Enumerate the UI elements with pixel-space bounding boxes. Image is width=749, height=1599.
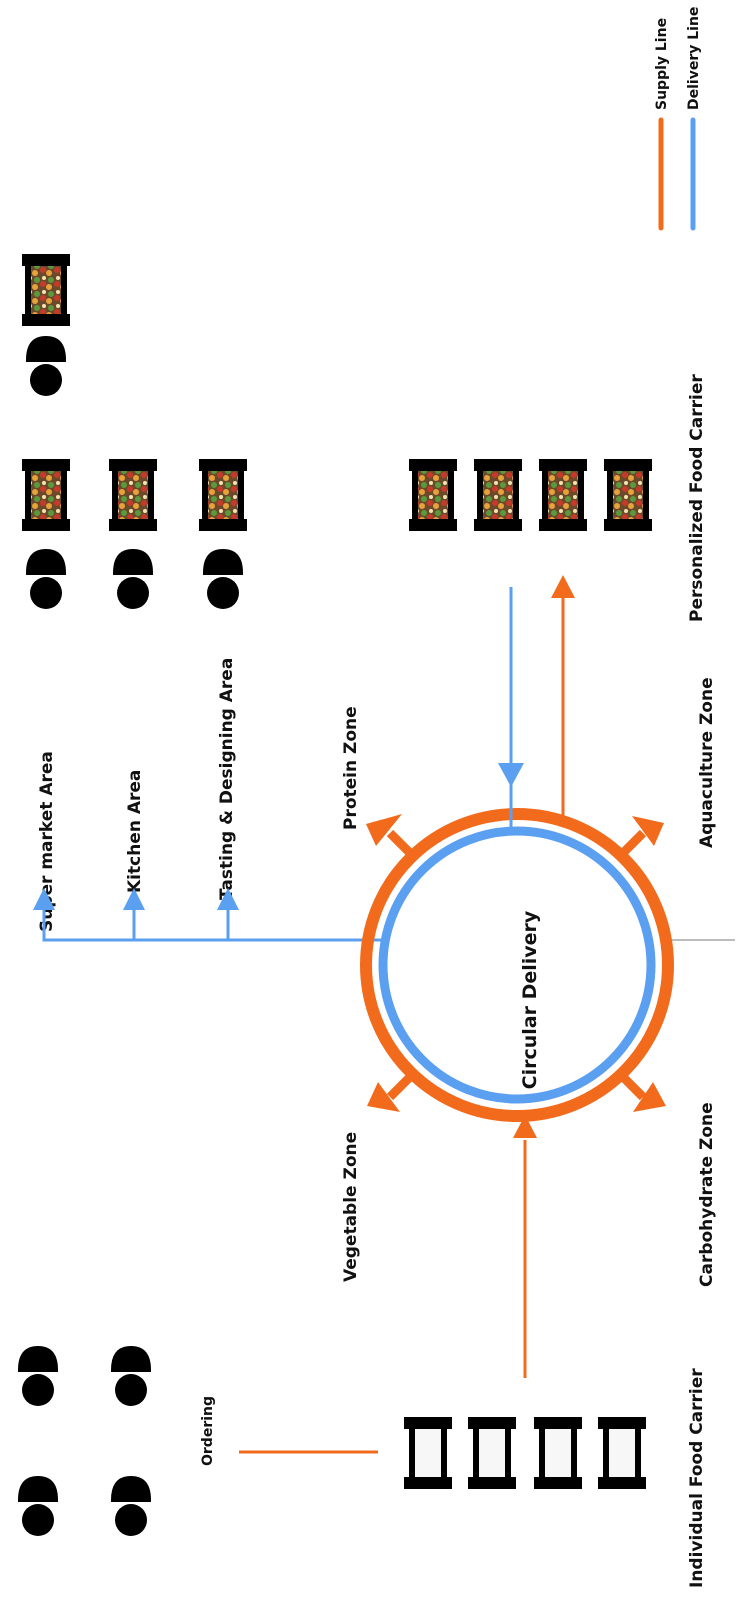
filled-food-carrier-icon (539, 459, 587, 531)
individual-carriers: Individual Food Carrier (404, 1368, 707, 1588)
filled-food-carrier-icon (22, 459, 70, 531)
supply-ring (360, 808, 674, 1122)
protein-zone-label: Protein Zone (341, 706, 361, 830)
filled-food-carrier-icon (409, 459, 457, 531)
individual-carrier-label: Individual Food Carrier (687, 1368, 707, 1588)
delivery-ring (378, 826, 656, 1104)
person-icon (26, 549, 66, 609)
empty-food-carrier-icon (534, 1417, 582, 1489)
tasting-area-label: Tasting & Designing Area (217, 658, 237, 900)
carbohydrate-zone-label: Carbohydrate Zone (697, 1102, 717, 1287)
empty-food-carrier-icon (404, 1417, 452, 1489)
filled-food-carrier-icon (604, 459, 652, 531)
empty-food-carrier-icon (468, 1417, 516, 1489)
legend-delivery-label: Delivery Line (686, 7, 702, 110)
vegetable-zone-arrow (367, 1082, 400, 1112)
personalized-carrier-label: Personalized Food Carrier (687, 374, 707, 622)
person-icon (203, 549, 243, 609)
filled-food-carrier-icon (109, 459, 157, 531)
ordering-users: Ordering (18, 1346, 378, 1536)
aquaculture-zone-label: Aquaculture Zone (697, 677, 717, 848)
person-icon (18, 1476, 58, 1536)
zone-arrows (366, 814, 666, 1112)
aquaculture-zone-arrow (632, 816, 664, 846)
supermarket-area-label: Super market Area (37, 751, 57, 932)
legend-supply-label: Supply Line (654, 18, 670, 110)
area-delivery-lines (33, 888, 383, 942)
vegetable-zone-label: Vegetable Zone (341, 1132, 361, 1282)
carbohydrate-zone-arrow (633, 1082, 666, 1112)
ordering-label: Ordering (200, 1396, 216, 1466)
protein-zone-arrow (366, 814, 402, 846)
person-icon (111, 1476, 151, 1536)
filled-food-carrier-icon (22, 254, 70, 326)
filled-food-carrier-icon (474, 459, 522, 531)
filled-food-carrier-icon (199, 459, 247, 531)
empty-food-carrier-icon (598, 1417, 646, 1489)
person-icon (26, 336, 66, 396)
legend: Supply Line Delivery Line (654, 7, 702, 231)
person-icon (18, 1346, 58, 1406)
person-icon (113, 549, 153, 609)
circular-delivery-label: Circular Delivery (519, 910, 541, 1089)
personalized-carriers: Personalized Food Carrier (409, 374, 707, 622)
kitchen-area-label: Kitchen Area (125, 770, 145, 893)
area-users (22, 254, 247, 609)
carrier-connections (498, 575, 575, 1378)
person-icon (111, 1346, 151, 1406)
